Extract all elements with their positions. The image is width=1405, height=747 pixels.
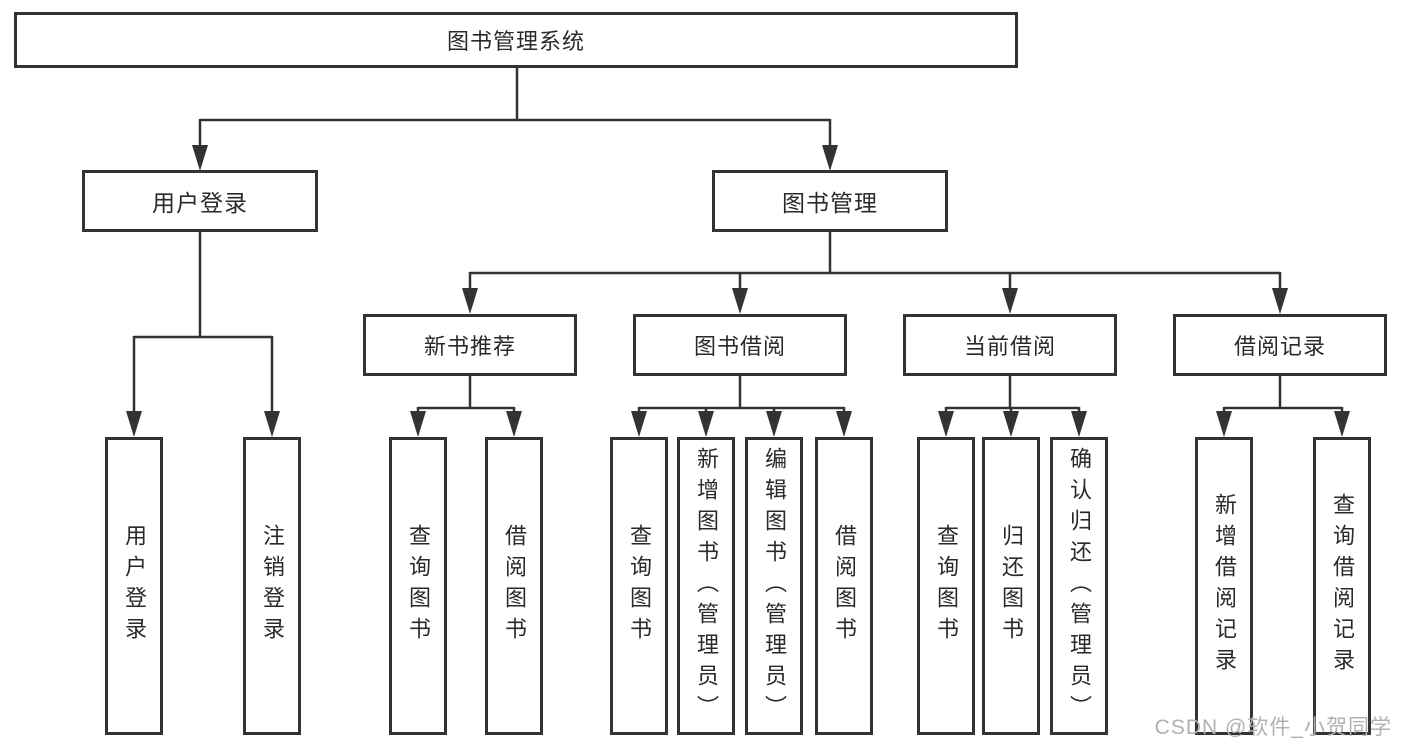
leaf-logout-label: 注销登录 [260, 524, 285, 648]
leaf-query-book-borrow-label: 查询图书 [627, 524, 652, 648]
watermark: CSDN @软件_小贺同学 [1154, 716, 1392, 739]
connector-root-to-level2 [192, 68, 838, 171]
leaf-confirm-return-admin: 确认归还（管理员） [1050, 437, 1108, 735]
connector-user-login-children [126, 232, 280, 437]
node-book-management-label: 图书管理 [782, 190, 878, 216]
node-current-borrow-label: 当前借阅 [963, 334, 1056, 359]
leaf-borrow-book-recommend-label: 借阅图书 [502, 524, 527, 648]
node-library-system-label: 图书管理系统 [446, 29, 585, 54]
connector-borrow-record-children [1216, 376, 1350, 437]
leaf-add-book-admin-label: 新增图书（管理员） [694, 446, 719, 726]
node-book-borrow-label: 图书借阅 [693, 334, 786, 359]
node-new-book-recommend-label: 新书推荐 [423, 334, 516, 359]
leaf-add-borrow-record: 新增借阅记录 [1195, 437, 1253, 735]
leaf-query-book-current: 查询图书 [917, 437, 975, 735]
leaf-user-login: 用户登录 [105, 437, 163, 735]
node-book-borrow: 图书借阅 [633, 314, 847, 376]
leaf-return-book-label: 归还图书 [999, 524, 1024, 648]
connector-book-borrow-children [631, 376, 852, 437]
leaf-query-borrow-record: 查询借阅记录 [1313, 437, 1371, 735]
leaf-query-book-current-label: 查询图书 [934, 524, 959, 648]
leaf-borrow-book: 借阅图书 [815, 437, 873, 735]
connector-new-book-children [410, 376, 522, 437]
leaf-add-book-admin: 新增图书（管理员） [677, 437, 735, 735]
leaf-query-borrow-record-label: 查询借阅记录 [1330, 493, 1355, 679]
leaf-query-book-recommend-label: 查询图书 [406, 524, 431, 648]
leaf-edit-book-admin-label: 编辑图书（管理员） [762, 446, 787, 726]
leaf-add-borrow-record-label: 新增借阅记录 [1212, 493, 1237, 679]
leaf-borrow-book-label: 借阅图书 [832, 524, 857, 648]
leaf-return-book: 归还图书 [982, 437, 1040, 735]
node-new-book-recommend: 新书推荐 [363, 314, 577, 376]
node-library-system: 图书管理系统 [14, 12, 1018, 68]
leaf-edit-book-admin: 编辑图书（管理员） [745, 437, 803, 735]
node-borrow-record-label: 借阅记录 [1233, 334, 1326, 359]
leaf-user-login-label: 用户登录 [122, 524, 147, 648]
node-book-management: 图书管理 [712, 170, 948, 232]
leaf-confirm-return-admin-label: 确认归还（管理员） [1067, 446, 1092, 726]
node-current-borrow: 当前借阅 [903, 314, 1117, 376]
connector-book-mgmt-children [462, 232, 1288, 314]
leaf-logout: 注销登录 [243, 437, 301, 735]
node-user-login-label: 用户登录 [152, 190, 248, 216]
leaf-query-book-recommend: 查询图书 [389, 437, 447, 735]
leaf-borrow-book-recommend: 借阅图书 [485, 437, 543, 735]
node-user-login: 用户登录 [82, 170, 318, 232]
leaf-query-book-borrow: 查询图书 [610, 437, 668, 735]
node-borrow-record: 借阅记录 [1173, 314, 1387, 376]
connector-current-borrow-children [938, 376, 1087, 437]
